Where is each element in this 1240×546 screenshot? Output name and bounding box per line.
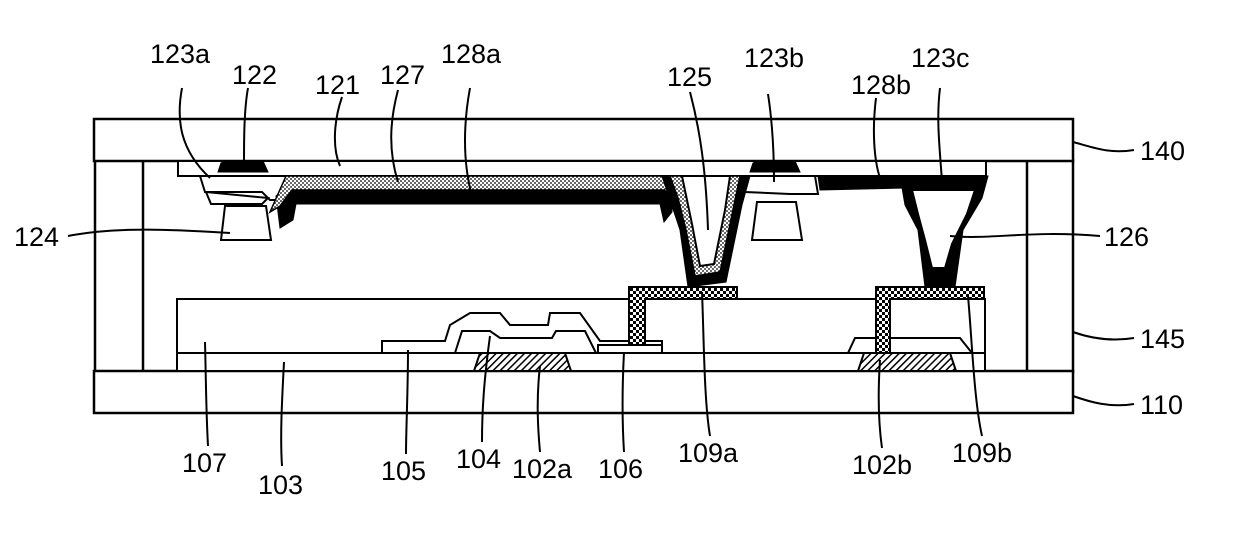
label-123c: 123c <box>911 43 970 73</box>
label-110: 110 <box>1140 390 1183 420</box>
label-140: 140 <box>1140 136 1185 166</box>
label-121: 121 <box>315 70 360 100</box>
label-109b: 109b <box>952 438 1012 468</box>
label-122: 122 <box>232 60 277 90</box>
light-block-122-left <box>218 161 268 172</box>
label-126: 126 <box>1104 222 1149 252</box>
layer-103-step <box>848 338 972 353</box>
label-105: 105 <box>381 456 426 486</box>
spacer-124-right <box>752 202 802 240</box>
label-127: 127 <box>380 60 425 90</box>
leader-126 <box>950 234 1100 237</box>
leader-140 <box>1073 142 1134 151</box>
label-104: 104 <box>456 444 501 474</box>
label-128b: 128b <box>851 70 911 100</box>
color-layer-123-wide <box>206 192 268 204</box>
label-123a: 123a <box>150 39 211 69</box>
right-spacer-145 <box>1027 160 1073 372</box>
label-103: 103 <box>258 470 303 500</box>
leader-110 <box>1073 396 1134 405</box>
label-106: 106 <box>598 454 643 484</box>
left-spacer <box>95 160 143 372</box>
label-107: 107 <box>182 448 227 478</box>
gate-electrode-102a <box>474 353 571 371</box>
top-substrate-140 <box>94 119 1073 161</box>
label-124: 124 <box>14 222 59 252</box>
color-layer-123b <box>740 176 818 194</box>
spacer-124-left <box>221 206 271 240</box>
light-block-122-right <box>750 161 800 172</box>
gate-electrode-102b <box>858 353 956 371</box>
label-102a: 102a <box>512 454 573 484</box>
leader-145 <box>1073 332 1134 340</box>
layer-121 <box>178 161 986 176</box>
layer-106 <box>598 345 662 353</box>
label-123b: 123b <box>744 43 804 73</box>
label-102b: 102b <box>852 450 912 480</box>
label-128a: 128a <box>441 39 502 69</box>
leader-124 <box>68 230 230 236</box>
label-109a: 109a <box>678 438 739 468</box>
bottom-substrate-110 <box>94 371 1073 413</box>
electrode-128b <box>818 176 905 190</box>
label-125: 125 <box>667 62 712 92</box>
label-145: 145 <box>1140 324 1185 354</box>
